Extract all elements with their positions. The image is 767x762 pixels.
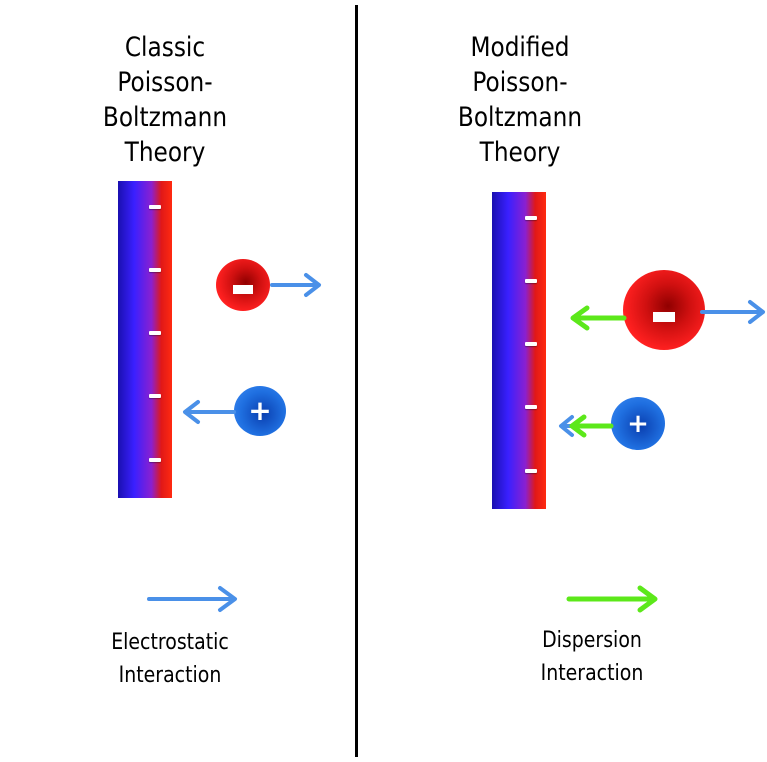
surface-charge-negative xyxy=(525,405,537,409)
dispersion-attraction-arrow-anion xyxy=(570,305,627,331)
surface-charge-negative xyxy=(149,205,161,209)
anion xyxy=(216,259,270,311)
surface-charge-negative xyxy=(525,279,537,283)
right-title-line3: Theory xyxy=(479,137,561,168)
right-title-line1: Modified xyxy=(470,32,570,63)
panel-divider xyxy=(355,5,358,757)
surface-charge-negative xyxy=(525,342,537,346)
legend-electrostatic-arrow-icon xyxy=(147,586,237,612)
dispersion-attraction-arrow-cation xyxy=(569,414,614,438)
legend-electrostatic-line2: Interaction xyxy=(118,663,222,688)
legend-electrostatic-line1: Electrostatic xyxy=(111,630,229,655)
legend-dispersion-arrow-icon xyxy=(566,585,658,613)
left-title: Classic Poisson-Boltzmann Theory xyxy=(58,30,273,170)
plus-sign-icon: + xyxy=(627,408,649,439)
left-charged-surface xyxy=(118,181,172,498)
surface-charge-negative xyxy=(149,268,161,272)
surface-charge-negative xyxy=(149,394,161,398)
right-title-line2: Poisson-Boltzmann xyxy=(457,67,583,133)
right-title: Modified Poisson-Boltzmann Theory xyxy=(413,30,628,170)
surface-charge-negative xyxy=(149,331,161,335)
minus-sign-icon xyxy=(233,284,253,294)
surface-charge-negative xyxy=(149,458,161,462)
electrostatic-repulsion-arrow xyxy=(270,273,321,297)
cation: + xyxy=(611,397,665,450)
legend-dispersion-label: Dispersion Interaction xyxy=(506,624,678,690)
left-title-line1: Classic xyxy=(124,32,206,63)
electrostatic-repulsion-arrow-anion xyxy=(700,300,765,324)
electrostatic-attraction-arrow xyxy=(183,400,236,424)
surface-charge-negative xyxy=(525,216,537,220)
legend-dispersion-line1: Dispersion xyxy=(542,628,642,653)
surface-charge-negative xyxy=(525,469,537,473)
left-title-line2: Poisson-Boltzmann xyxy=(102,67,228,133)
cation: + xyxy=(234,386,286,436)
plus-sign-icon: + xyxy=(248,394,272,427)
legend-dispersion-line2: Interaction xyxy=(540,661,644,686)
anion-large xyxy=(623,270,705,350)
legend-electrostatic-label: Electrostatic Interaction xyxy=(84,626,256,692)
right-charged-surface xyxy=(492,192,546,509)
left-title-line3: Theory xyxy=(124,137,206,168)
minus-sign-icon xyxy=(653,312,675,322)
